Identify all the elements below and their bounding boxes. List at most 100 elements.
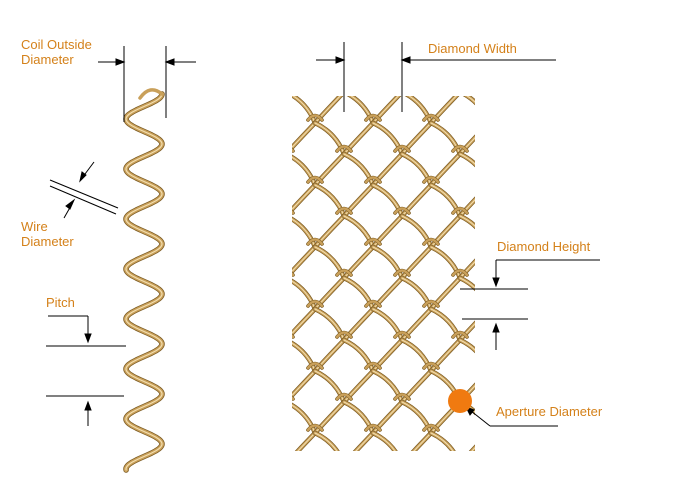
- mesh-strand-right-shadow: [576, 123, 605, 154]
- mesh-strand-left-shadow: [518, 464, 547, 493]
- mesh-strand-right: [257, 402, 286, 433]
- mesh-loop: [250, 116, 264, 121]
- mesh-strand-right-shadow: [547, 340, 576, 371]
- mesh-strand-left-highlight: [314, 432, 338, 451]
- mesh-loop: [422, 114, 440, 122]
- mesh-strand-left: [228, 278, 257, 309]
- mesh-loop-shadow: [569, 395, 583, 400]
- mesh-strand-right-shadow: [344, 61, 373, 92]
- mesh-loop: [279, 457, 293, 462]
- diamond-height-label: Diamond Height: [497, 239, 591, 254]
- mesh-strand-right-shadow: [576, 309, 605, 340]
- mesh-loop-shadow: [250, 240, 264, 245]
- mesh-loop: [482, 488, 496, 493]
- mesh-strand-left-shadow: [257, 247, 286, 278]
- mesh-loop-shadow: [292, 209, 295, 215]
- mesh-strand-right: [257, 340, 286, 371]
- mesh-strand-left-highlight: [489, 61, 518, 92]
- mesh-strand-left-highlight: [228, 154, 257, 185]
- mesh-loop-shadow: [482, 488, 496, 493]
- mesh-strand-right-shadow: [576, 371, 605, 402]
- mesh-strand-right-highlight: [471, 447, 475, 451]
- mesh-strand-left: [257, 61, 286, 92]
- mesh-strand-right-highlight: [257, 92, 286, 123]
- mesh-strand-right-highlight: [518, 433, 547, 464]
- mesh-loop-shadow: [540, 488, 554, 493]
- mesh-strand-left: [489, 433, 518, 464]
- mesh-loop: [292, 272, 295, 277]
- mesh-loop: [335, 145, 353, 153]
- mesh-strand-right-shadow: [489, 154, 518, 185]
- mesh-loop: [422, 300, 440, 308]
- mesh-loop: [540, 302, 554, 307]
- mesh-loop: [511, 395, 525, 400]
- mesh-loop: [364, 424, 382, 432]
- mesh-loop: [366, 488, 380, 493]
- mesh-loop-shadow: [250, 426, 264, 431]
- mesh-strand-right-shadow: [518, 309, 547, 340]
- mesh-loop: [306, 114, 324, 122]
- mesh-strand-left-highlight: [343, 215, 374, 248]
- mesh-loop: [422, 238, 440, 246]
- mesh-strand-right: [576, 185, 605, 216]
- mesh-strand-left-shadow: [228, 154, 257, 185]
- mesh-strand-right-highlight: [402, 61, 431, 92]
- mesh-loop-shadow: [540, 302, 554, 307]
- mesh-strand-right-highlight: [518, 123, 547, 154]
- mesh-strand-right: [518, 371, 547, 402]
- mesh-strand-right-highlight: [547, 340, 576, 371]
- mesh-strand-right-highlight: [460, 61, 489, 92]
- mesh-loop-shadow: [482, 178, 496, 183]
- mesh-strand-right-shadow: [257, 92, 286, 123]
- mesh-loop: [540, 364, 554, 369]
- mesh-strand-left: [518, 278, 547, 309]
- mesh-loop-shadow: [292, 395, 295, 401]
- mesh-strand-left-highlight: [408, 96, 432, 124]
- mesh-strand-right-highlight: [576, 185, 605, 216]
- mesh-strand-right: [489, 92, 518, 123]
- mesh-strand-right: [518, 309, 547, 340]
- mesh-strand-left-highlight: [292, 342, 316, 372]
- mesh-strand-right: [257, 464, 286, 493]
- mesh-strand-left-shadow: [518, 92, 547, 123]
- mesh-loop-shadow: [569, 271, 583, 276]
- mesh-strand-left: [547, 433, 576, 464]
- mesh-loop: [422, 362, 440, 370]
- mesh-strand-left-shadow: [462, 96, 475, 106]
- mesh-loop-shadow: [292, 147, 295, 153]
- mesh-strand-left-highlight: [431, 61, 460, 92]
- mesh-strand-left-highlight: [430, 246, 461, 279]
- mesh-loop: [482, 116, 496, 121]
- mesh-strand-left-highlight: [430, 432, 454, 451]
- diamond-width-right-arrowhead: [400, 56, 411, 64]
- mesh-strand-left-highlight: [314, 308, 345, 341]
- mesh-strand-left: [489, 61, 518, 92]
- mesh-loop: [482, 178, 496, 183]
- mesh-strand-right: [344, 61, 373, 92]
- mesh-strand-right-highlight: [518, 371, 547, 402]
- mesh-loop: [511, 147, 525, 152]
- mesh-strand-left: [257, 433, 286, 464]
- mesh-strand-left-highlight: [459, 277, 475, 289]
- mesh-strand-right-highlight: [547, 154, 576, 185]
- mesh-strand-left-highlight: [547, 123, 576, 154]
- mesh-loop-shadow: [482, 364, 496, 369]
- mesh-strand-left-shadow: [489, 309, 518, 340]
- mesh-loop: [453, 85, 467, 90]
- diamond-height-bottom-arrowhead: [492, 322, 500, 333]
- mesh-loop: [569, 457, 583, 462]
- mesh-strand-left: [518, 340, 547, 371]
- mesh-loop-shadow: [292, 271, 295, 277]
- mesh-strand-right-highlight: [547, 92, 576, 123]
- mesh-strand-right: [257, 154, 286, 185]
- mesh-strand-left-shadow: [257, 123, 286, 154]
- mesh-strand-right-highlight: [257, 154, 286, 185]
- mesh-strand-left-highlight: [228, 402, 257, 433]
- mesh-strand-left-shadow: [257, 371, 286, 402]
- coil-spiral: [123, 88, 165, 473]
- mesh-strand-right-highlight: [355, 432, 374, 451]
- mesh-loop-shadow: [540, 116, 554, 121]
- mesh-strand-right: [576, 433, 605, 464]
- mesh-loop-shadow: [569, 85, 583, 90]
- mesh-loop-shadow: [482, 302, 496, 307]
